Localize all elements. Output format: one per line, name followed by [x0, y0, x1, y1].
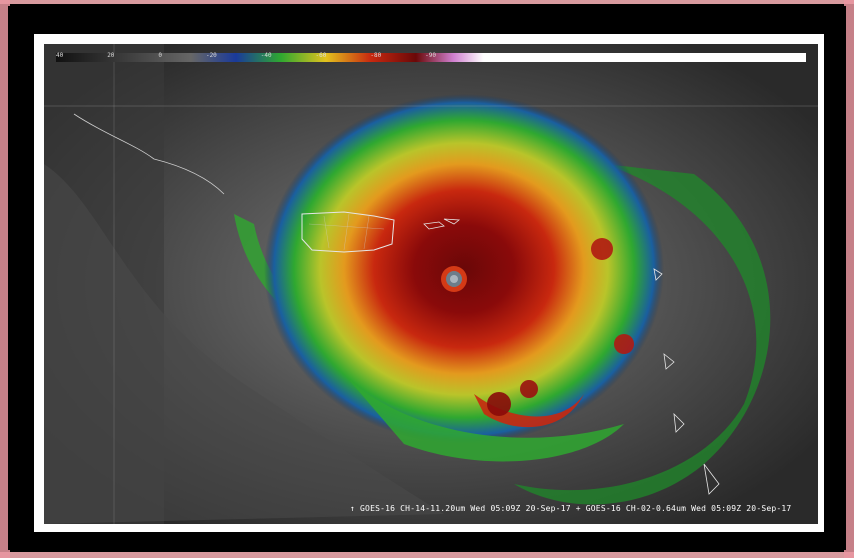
lesser-antilles-outline: [653, 268, 720, 495]
hispaniola-outline: [73, 113, 225, 195]
hurricane-satellite-svg: [44, 44, 818, 524]
colorbar-tick: 40: [56, 52, 64, 59]
satellite-image: [44, 44, 818, 524]
hurricane-core: [264, 94, 664, 444]
colorbar-tick: -20: [205, 52, 217, 59]
colorbar-ticks: 40 20 0 -20 -40 -60 -80 -90: [56, 52, 436, 62]
colorbar-tick: 0: [158, 52, 162, 59]
puerto-rico-outline: [301, 211, 395, 253]
colorbar-tick: -80: [370, 52, 382, 59]
outer-rainband-left: [234, 214, 344, 344]
colorbar-tick: -90: [425, 52, 436, 59]
image-caption: ↑ GOES-16 CH-14-11.20um Wed 05:09Z 20-Se…: [350, 504, 792, 513]
colorbar-tick: -60: [315, 52, 327, 59]
colorbar-tick: 20: [107, 52, 115, 59]
colorbar-tick: -40: [260, 52, 272, 59]
temperature-colorbar: [56, 53, 806, 62]
